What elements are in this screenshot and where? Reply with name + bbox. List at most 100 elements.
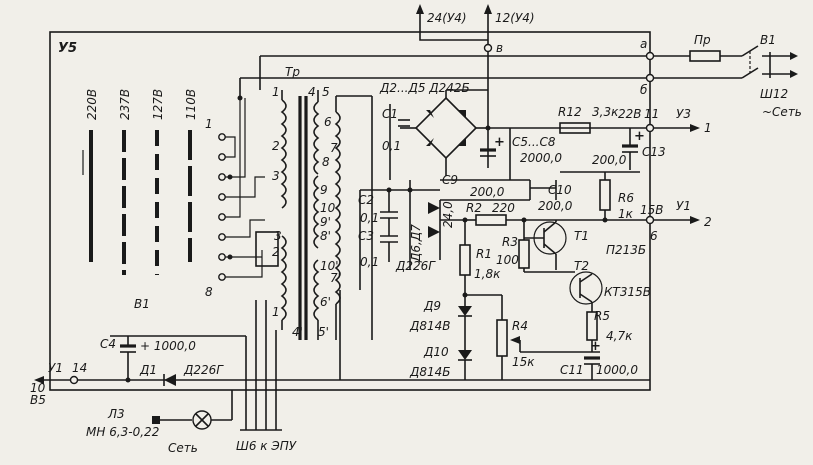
tr-pin-8a: 8 [322,155,330,169]
voltage-selector: 220В 237В 127В 110В В1 [82,89,198,311]
tr-pin-10b: 10' [320,259,339,273]
r3-value: 100 [496,253,519,267]
r12 [559,122,591,134]
caps-c5-c8-value: 2000,0 [520,151,562,165]
d10-name: Д10 [423,345,449,359]
frame-label: У5 [58,41,77,56]
transformer-label: Тр [285,65,300,79]
tr-pin-6: 6 [324,115,332,129]
d6d7-label: Д6,Д7 [409,224,423,263]
lamp-type: МН 6,3-0,22 [86,425,159,439]
rectifier-bridge: Д2...Д5 Д242Б С1 0,1 + [379,52,505,180]
d1-type: Д226Г [183,363,224,377]
r4 [496,319,508,357]
t1-type: П213Б [606,243,646,257]
pin-10: 10 [30,381,46,395]
terminal-b-label: б [640,83,648,97]
r3-name: R3 [502,235,518,249]
caps-c5-c8: С5...С8 [512,135,556,149]
r1 [459,244,471,276]
c10-value: 200,0 [538,199,573,213]
c4-value: + 1000,0 [140,339,196,353]
c2-value: 0,1 [360,211,379,225]
y1-out-label: У1 [676,199,691,213]
tr-pin-6p: 6' [320,295,331,309]
c1-value: 0,1 [382,139,401,153]
tr-pin-5: 5 [322,85,330,99]
r4-value: 15к [512,355,535,369]
lamp-net: Сеть [168,441,198,455]
diode-d6 [428,202,440,214]
terminal-a-label: а [640,37,647,51]
module-frame [49,31,651,391]
transistor-t2 [569,271,603,305]
voltage-label-110: 110В [184,89,198,120]
c3-name: С3 [358,229,374,243]
terminal-a [645,51,655,61]
zener-d9 [458,306,472,316]
tr-pin-9b: 9' [320,215,331,229]
b5-label: В5 [30,393,46,407]
lamp-y1: У1 [48,361,63,375]
output-24: 24(У4) [427,11,467,25]
d9-type: Д814В [409,319,451,333]
r2-name: R2 [466,201,482,215]
diode-bridge [414,96,478,160]
r6-name: R6 [618,191,634,205]
voltage-label-127: 127В [151,89,165,120]
output-12: 12(У4) [495,11,535,25]
node-v-label: в [496,41,503,55]
c9-value: 200,0 [470,185,505,199]
zener-d10 [458,350,472,360]
c4-name: С4 [100,337,116,351]
tr-pin-8b: 8' [320,229,331,243]
voltage-label-237: 237В [118,89,132,120]
selector-name: В1 [134,297,150,311]
switch-label: В1 [760,33,776,47]
lamp-supply: У1 14 10 В5 С4 + 1000,0 Д1 Д226Г Л3 МН 6… [30,290,341,455]
node-15v: 15В [640,203,664,217]
c11-name: С11 [560,363,584,377]
d9-name: Д9 [423,299,441,313]
tr-pin-5p: 5' [318,325,329,339]
top-outputs: 24(У4) 12(У4) в [416,4,535,55]
r1-value: 1,8к [474,267,501,281]
voltage-label-220: 220В [85,89,99,120]
tr-pin-4p: 4' [292,325,303,339]
r3 [518,239,530,269]
c11-value: 1000,0 [596,363,638,377]
tr-pin-3: 3 [272,169,280,183]
transformer: Тр 1 4 5 2 3 6 8 7 9 10 8' 9' 10' 7' 2 3… [255,65,373,340]
t1-name: Т1 [574,229,589,243]
diode-d1 [164,374,176,386]
filter-section: С2 0,1 С3 0,1 С9 200,0 С10 200,0 Д6,Д7 2… [358,173,573,290]
y3-label: У3 [676,107,691,121]
pin-6: 6 [650,229,658,243]
d-value: 24,0 [441,201,455,228]
r2 [475,214,507,226]
tr-pin-7: 7 [330,141,338,155]
c3-value: 0,1 [360,255,379,269]
c2-name: С2 [358,193,374,207]
r12-name: R12 [558,105,582,119]
c10-name: С10 [548,183,572,197]
c1-name: С1 [382,107,398,121]
c13-plus: + [634,129,645,144]
fuse [689,50,721,62]
tr-pin-2: 2 [272,139,280,153]
fuse-label: Пр [694,33,711,47]
r4-name: R4 [512,319,528,333]
tr-pin-2b: 2 [272,245,280,259]
d226-label: Д226Г [395,259,436,273]
node-22v: 22В [618,107,642,121]
diode-d7 [428,226,440,238]
tr-pin-9: 9 [320,183,328,197]
y1-out-pin: 2 [704,215,712,229]
contact-8-label: 8 [205,285,213,299]
r5-value: 4,7к [606,329,633,343]
c13-name: С13 [642,145,666,159]
mains-input: а б Пр В1 Ш12 ~Сеть [240,33,802,119]
tr-pin-1b: 1 [272,305,280,319]
r6 [599,179,611,211]
